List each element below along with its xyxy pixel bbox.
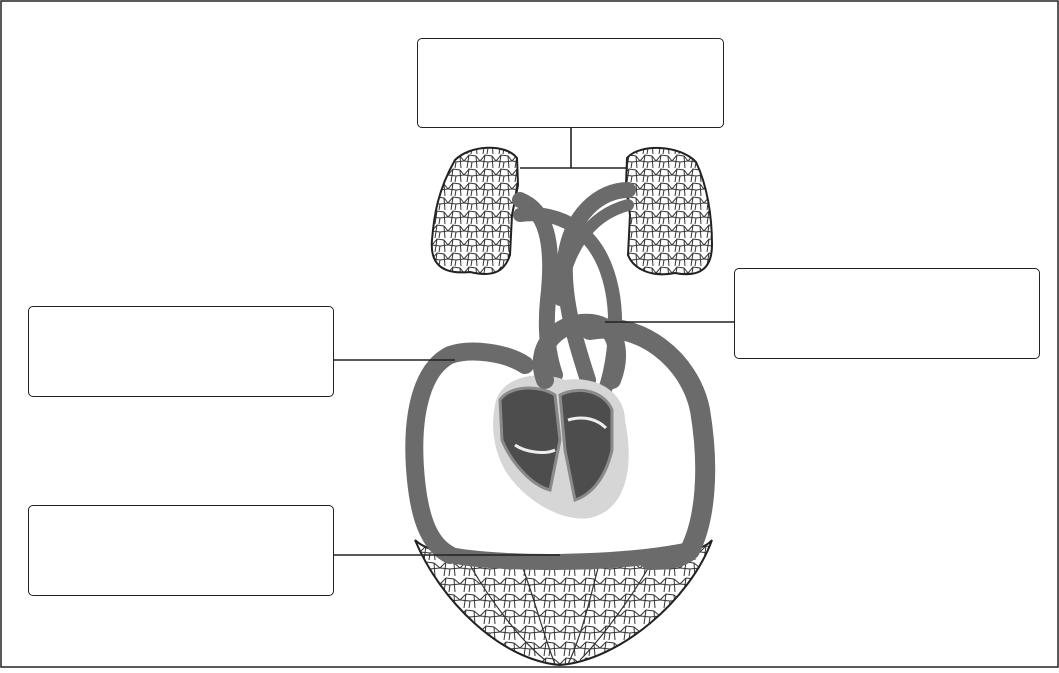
label-box-top[interactable] xyxy=(417,38,724,128)
label-box-left[interactable] xyxy=(28,306,334,397)
label-box-bottom[interactable] xyxy=(28,505,334,596)
connector-top xyxy=(520,128,628,168)
right-lung xyxy=(626,148,712,274)
left-lung xyxy=(432,148,518,274)
label-box-right[interactable] xyxy=(734,268,1040,359)
